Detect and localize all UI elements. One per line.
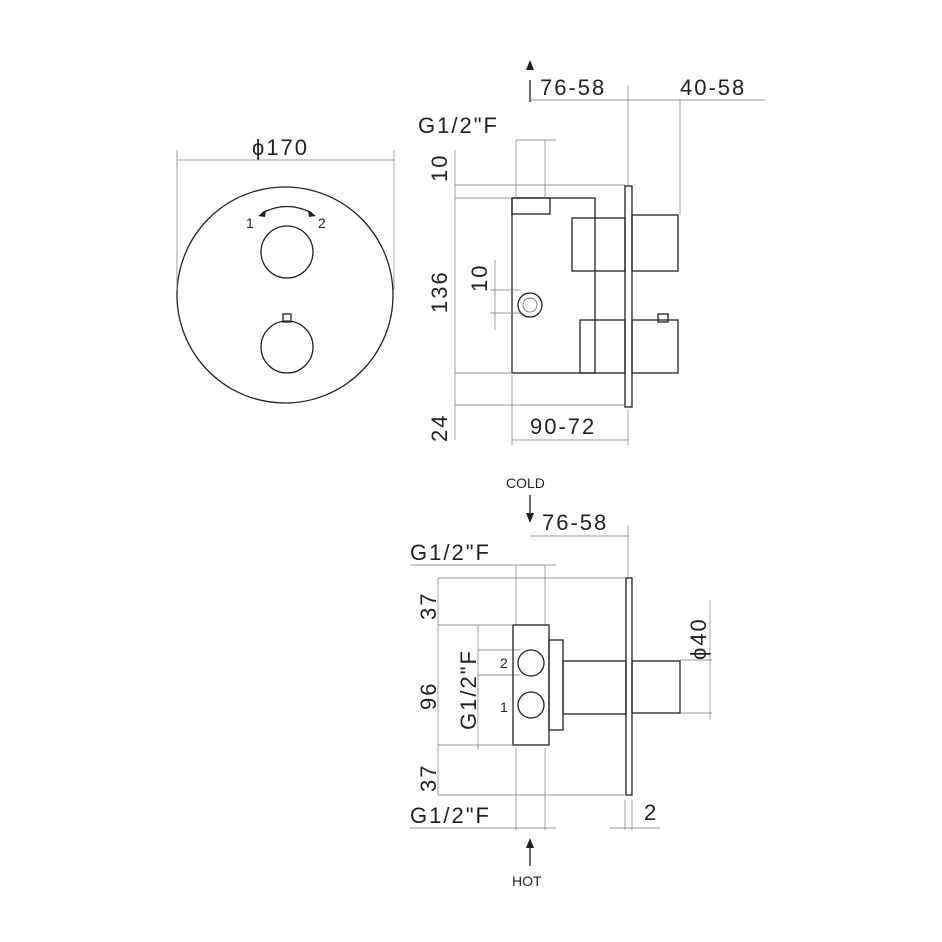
outlet-label-2: 2 [500,655,508,671]
depth-label-bottom: 76-58 [542,510,608,535]
depth-label: 76-58 [540,75,606,100]
diameter-label: ϕ170 [252,135,309,160]
bottom-37-label: 37 [416,764,441,792]
handle-bottom [631,660,681,714]
cover-plate [176,186,394,404]
outlet-1 [517,691,545,719]
top-offset-label: 10 [427,154,452,182]
thread-side-label: G1/2"F [456,649,481,730]
valve-body [511,197,596,374]
hot-label: HOT [512,873,542,889]
cold-arrow-icon [526,513,534,523]
upper-handle [631,214,679,272]
outlet-port [517,292,543,318]
upper-knob [260,225,314,279]
handle-length-label: 40-58 [680,75,746,100]
outlet-label-1: 1 [500,699,508,715]
wall-plate-bottom [625,577,633,796]
arrowheads-icon [258,210,316,217]
outlet-2 [517,649,545,677]
front-view: 1 2 ϕ170 [176,135,395,404]
lower-knob [260,320,314,374]
middle-96-label: 96 [416,682,441,710]
thread-top-label: G1/2"F [410,540,491,565]
wall-plate [624,185,633,408]
bottom-view: COLD 76-58 G1/2"F 2 1 37 96 37 G1/2"F ϕ4… [410,475,712,889]
body-depth-label: 90-72 [530,414,596,439]
plate-thickness-label: 2 [644,800,658,825]
height-label: 136 [427,270,452,313]
valve-body-bottom [512,624,550,746]
thread-label: G1/2"F [418,113,499,138]
bottom-offset-label: 24 [427,414,452,442]
top-37-label: 37 [416,592,441,620]
handle-diameter-label: ϕ40 [686,617,711,660]
side-view: 76-58 40-58 G1/2"F 10 136 10 24 90-72 [418,60,765,445]
knob-button [282,313,292,323]
cold-label: COLD [506,475,545,491]
rotation-label-1: 1 [246,215,254,231]
lower-handle [631,319,679,374]
rotation-label-2: 2 [318,215,326,231]
hot-arrow-icon [526,838,534,848]
outlet-offset-label: 10 [467,264,492,292]
rotation-arrow-icon [261,205,313,214]
outlet-arrow-icon [526,60,534,70]
thread-bottom-label: G1/2"F [410,803,491,828]
